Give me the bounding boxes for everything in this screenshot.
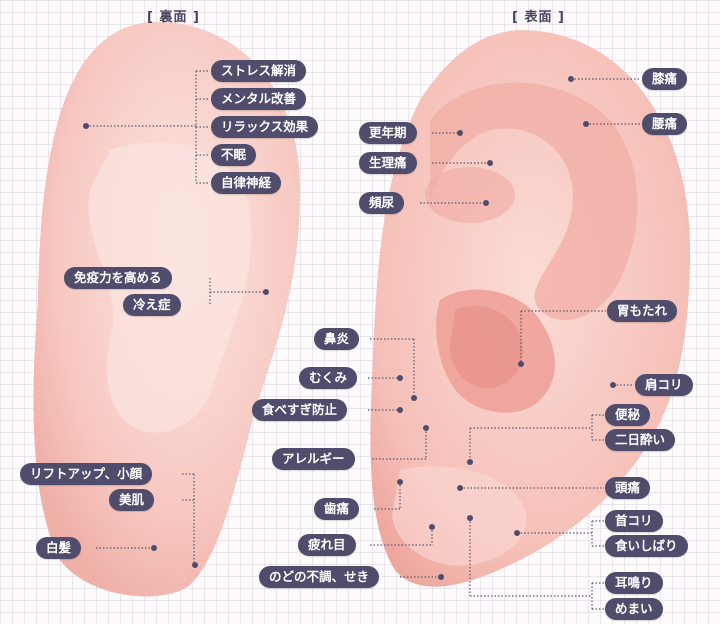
point-headache [457, 485, 463, 491]
point-eye [429, 524, 435, 530]
label-toothache: 歯痛 [314, 498, 360, 520]
label-frequent-urination: 頻尿 [359, 192, 405, 214]
label-rhinitis: 鼻炎 [314, 328, 360, 350]
label-menstrual-pain: 生理痛 [359, 152, 417, 174]
label-dizziness: めまい [605, 598, 663, 620]
label-allergy: アレルギー [272, 448, 355, 470]
point-lower-back [583, 121, 589, 127]
label-menopause: 更年期 [359, 122, 417, 144]
label-stomach-heaviness: 胃もたれ [607, 300, 678, 322]
label-immunity: 免疫力を高める [64, 267, 172, 289]
back-heading: [ 裏面 ] [147, 10, 200, 25]
label-stress-relief: ストレス解消 [211, 60, 307, 82]
point-overeating [397, 407, 403, 413]
label-knee-pain: 膝痛 [642, 68, 688, 90]
point-menstrual [487, 160, 493, 166]
front-heading: [ 表面 ] [512, 10, 565, 25]
label-autonomic-nerves: 自律神経 [211, 172, 282, 194]
point-back-middle [263, 289, 269, 295]
point-neck [514, 530, 520, 536]
point-tinnitus [467, 515, 473, 521]
point-swelling [397, 375, 403, 381]
point-shoulder [610, 382, 616, 388]
back-ear-ridge [88, 142, 252, 433]
front-ear-helix-fold [430, 82, 638, 320]
point-gray-hair [151, 545, 157, 551]
label-relaxation: リラックス効果 [211, 116, 319, 138]
label-lower-back-pain: 腰痛 [642, 113, 688, 135]
point-urination [483, 200, 489, 206]
front-ear-triangular-fossa [425, 167, 515, 223]
point-menopause [457, 130, 463, 136]
label-mental-improvement: メンタル改善 [211, 88, 307, 110]
label-hangover: 二日酔い [605, 429, 676, 451]
point-rhinitis [411, 395, 417, 401]
acupoint-dots [83, 76, 616, 580]
point-toothache [397, 479, 403, 485]
front-ear-concha-inner [450, 306, 524, 389]
point-allergy [423, 425, 429, 431]
label-teeth-clenching: 食いしばり [605, 535, 688, 557]
point-back-lower [192, 562, 198, 568]
label-cold-sensitivity: 冷え症 [123, 294, 181, 316]
point-constipation [467, 459, 473, 465]
label-constipation: 便秘 [605, 404, 651, 426]
label-lift-up: リフトアップ、小顔 [20, 463, 153, 485]
point-throat [438, 574, 444, 580]
label-overeating-prevention: 食べすぎ防止 [252, 399, 348, 421]
label-headache: 頭痛 [605, 477, 651, 499]
label-insomnia: 不眠 [211, 144, 257, 166]
label-stiff-shoulders: 肩コリ [635, 374, 693, 396]
label-gray-hair: 白髪 [36, 537, 82, 559]
point-back-upper [83, 123, 89, 129]
label-eye-strain: 疲れ目 [298, 534, 356, 556]
point-knee [568, 76, 574, 82]
label-swelling: むくみ [299, 367, 358, 389]
label-stiff-neck: 首コリ [605, 510, 663, 532]
front-ear-lobe-shading [392, 466, 527, 566]
label-throat-cough: のどの不調、せき [259, 566, 380, 588]
connector-lines [86, 70, 641, 610]
label-tinnitus: 耳鳴り [605, 572, 663, 594]
point-stomach [518, 361, 524, 367]
label-beautiful-skin: 美肌 [109, 489, 155, 511]
